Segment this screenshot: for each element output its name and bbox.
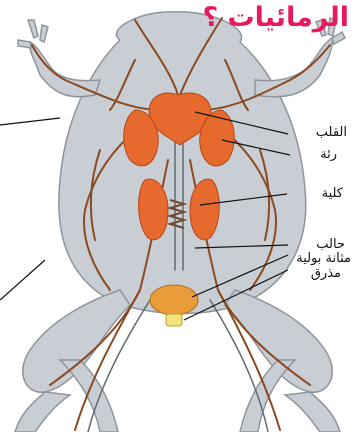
label-bladder: مثانة بولية xyxy=(296,251,351,266)
label-heart: القلب xyxy=(316,125,347,140)
label-kidney: كلية xyxy=(322,186,343,201)
label-ureter: حالب xyxy=(316,237,345,252)
bladder-shape xyxy=(150,285,198,315)
label-lung: رئة xyxy=(320,147,337,162)
label-cloaca: مذرق xyxy=(311,266,341,281)
page-title: الرمائيات ؟ xyxy=(202,2,349,33)
cloaca-shape xyxy=(166,314,182,326)
